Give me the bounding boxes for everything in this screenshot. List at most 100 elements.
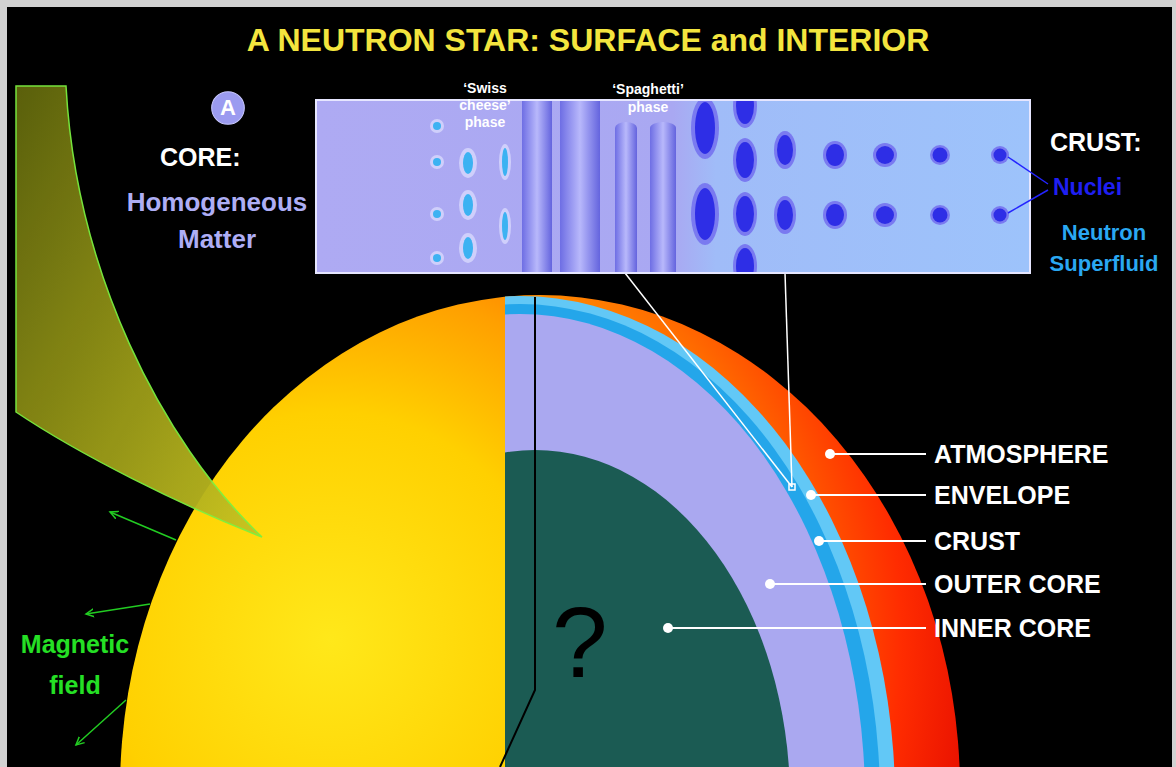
crust-nuclei [876,206,894,224]
crust-nuclei [933,208,948,223]
crust-nuclei [991,206,1009,224]
crust-nuclei [991,146,1009,164]
swiss-cheese-holes [463,152,473,174]
field-arrows [76,700,126,745]
crust-nuclei [930,145,950,165]
layer-leaders [811,494,926,496]
crust-nuclei [930,205,950,225]
crust-nuclei [691,183,719,245]
crust-nuclei [873,203,897,227]
phase-label: ‘Swiss cheese’ phase [452,80,518,131]
nuclei-leaders [1008,157,1048,184]
inset-pointer [625,273,795,490]
diagram-title: A NEUTRON STAR: SURFACE and INTERIOR [0,22,1176,59]
magnetic-field-label: Magnetic field [10,624,140,706]
layer-label: OUTER CORE [934,570,1101,599]
swiss-cheese-holes [433,210,441,218]
field-arrows [110,512,176,540]
crust-nuclei [873,143,897,167]
star-cutaway [505,296,895,767]
swiss-cheese-holes [430,207,444,221]
crust-nuclei [695,102,715,154]
crust-nuclei [823,201,847,229]
layer-leaders [825,449,835,459]
crust-nuclei [774,131,796,169]
swiss-cheese-holes [459,233,477,263]
swiss-cheese-holes [459,190,477,220]
magnetic-beam [16,86,262,537]
envelope-layer [505,296,895,767]
crust-nuclei [933,148,948,163]
spaghetti-rods [522,101,676,272]
phase-label: ‘Spaghetti’ phase [598,80,698,116]
spaghetti-rods [650,122,676,272]
layer-label: ENVELOPE [934,481,1070,510]
layer-label: ATMOSPHERE [934,440,1109,469]
crust-nuclei [691,101,1009,272]
swiss-cheese-holes [430,119,444,133]
crust-nuclei [691,101,719,159]
inset-pointer [625,273,792,487]
layer-leaders [770,583,926,585]
crust-nuclei [736,142,754,178]
field-arrows [86,604,150,614]
crust-nuclei [736,196,754,232]
layer-leaders [806,490,816,500]
crust-nuclei [994,209,1007,222]
nuclei-leaders [1008,157,1048,213]
swiss-cheese-holes [430,119,511,265]
inner-core-layer [505,450,790,767]
swiss-cheese-holes [433,122,441,130]
swiss-cheese-holes [502,212,508,240]
crust-nuclei [774,196,796,234]
layer-label: INNER CORE [934,614,1091,643]
unknown-mark: ? [552,585,608,700]
core-description: Homogeneous Matter [112,184,322,258]
crust-nuclei [826,144,844,166]
inset-pointer [789,484,795,490]
phase-inset: ‘Swiss cheese’ phase‘Spaghetti’ phase [316,100,1030,273]
swiss-cheese-holes [463,237,473,259]
swiss-cheese-holes [499,208,511,244]
layer-leaders [668,627,926,629]
crust-heading: CRUST: [1050,128,1142,157]
crust-nuclei [733,192,757,236]
core-heading: CORE: [160,143,241,172]
layer-leaders [765,579,775,589]
swiss-cheese-holes [502,148,508,176]
inset-pointer [785,273,792,487]
crust-nuclei [876,146,894,164]
layer-leaders [830,453,926,455]
outer-core-layer [505,314,865,767]
spaghetti-rods [615,122,637,272]
section-marker: A [211,91,245,125]
crust-nuclei [733,244,757,272]
layer-leaders [663,449,926,633]
layer-label: CRUST [934,527,1020,556]
nuclei-leaders [1008,190,1048,213]
magnetic-beam [16,86,262,537]
crust-nuclei [826,204,844,226]
nuclei-label: Nuclei [1053,174,1122,200]
crust-nuclei [736,101,754,124]
marker-circle [212,92,245,125]
swiss-cheese-holes [463,194,473,216]
field-arrows [76,512,176,745]
swiss-cheese-holes [433,254,441,262]
swiss-cheese-holes [433,158,441,166]
crust-nuclei [733,101,757,128]
crust-layer [505,304,880,767]
crust-nuclei [777,135,793,165]
crust-nuclei [777,200,793,230]
swiss-cheese-holes [430,251,444,265]
superfluid-label: Neutron Superfluid [1040,217,1168,279]
spaghetti-rods [522,101,552,272]
spaghetti-rods [560,101,600,272]
crust-nuclei [823,141,847,169]
crust-nuclei [733,138,757,182]
cutaway-edge [500,297,535,767]
crust-nuclei [695,188,715,240]
layer-leaders [819,540,926,542]
marker-letter: A [220,97,236,119]
